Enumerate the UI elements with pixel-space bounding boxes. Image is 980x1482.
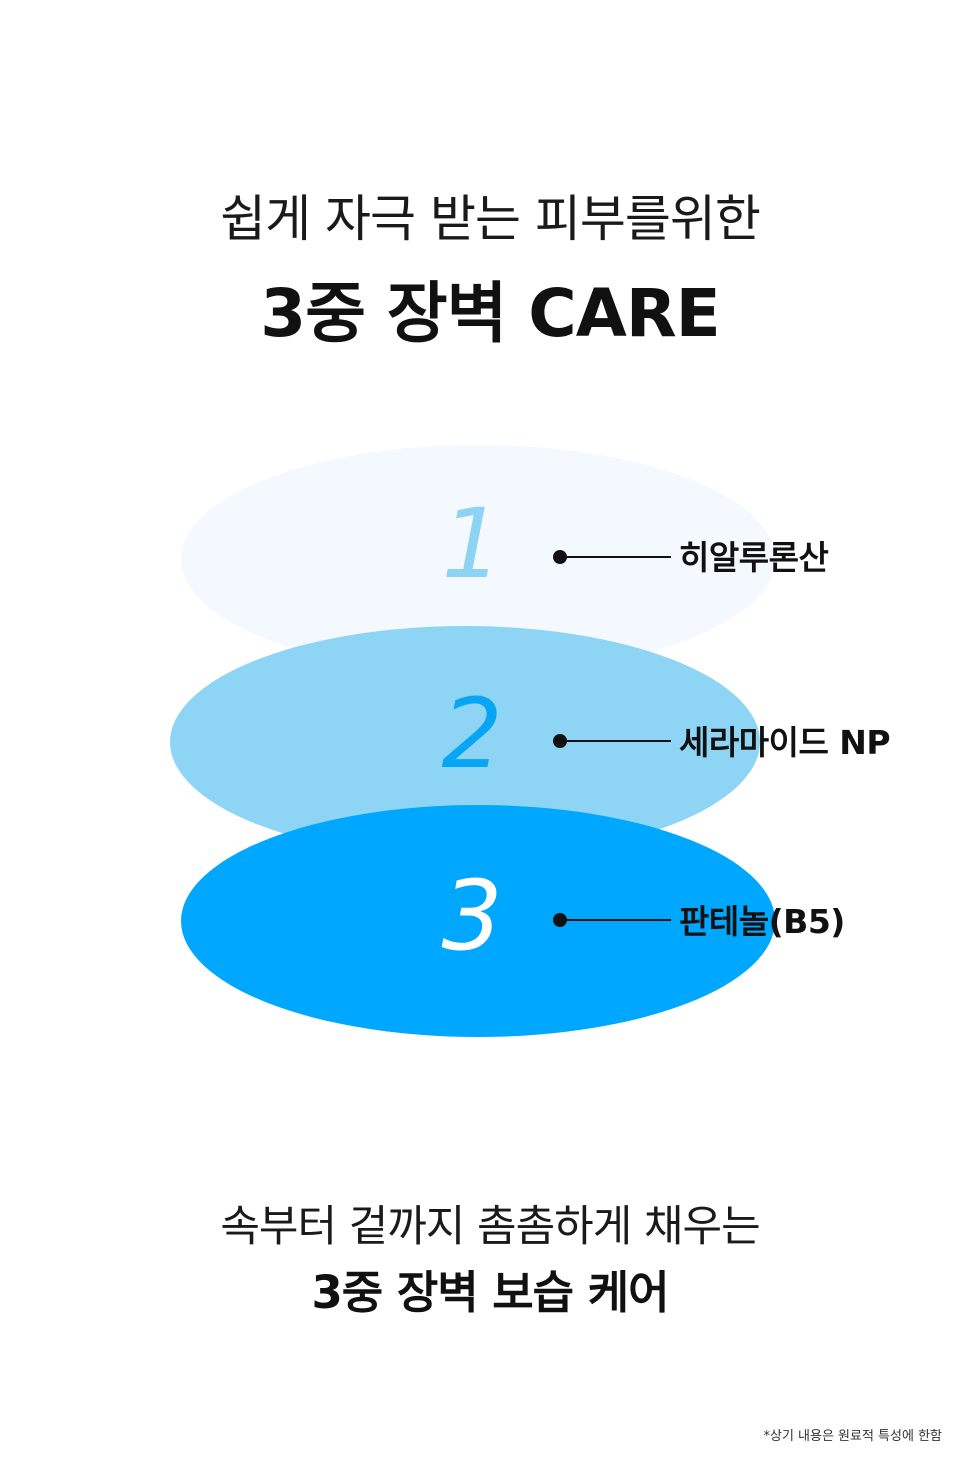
layer-1-number: 1 [441, 488, 503, 600]
leader-line [560, 919, 671, 921]
leader-line [560, 556, 671, 558]
layer-2-leader-line [553, 734, 671, 748]
bottom-title: 3중 장벽 보습 케어 [311, 1266, 669, 1319]
layer-3-ingredient-label: 판테놀(B5) [679, 902, 845, 941]
layer-2-number: 2 [441, 678, 503, 790]
layer-1-leader-line [553, 550, 671, 564]
layer-3-number: 3 [441, 860, 503, 972]
headline-title: 3중 장벽 CARE [260, 275, 720, 352]
layer-3-ellipse [181, 805, 775, 1037]
leader-line [560, 740, 671, 742]
headline-subtitle: 쉽게 자극 받는 피부를위한 [220, 190, 761, 248]
layer-3-leader-line [553, 913, 671, 927]
disclaimer-footnote: *상기 내용은 원료적 특성에 한함 [763, 1429, 942, 1444]
layer-1-ingredient-label: 히알루론산 [679, 538, 829, 577]
layer-2-ingredient-label: 세라마이드 NP [679, 723, 891, 762]
barrier-layers-diagram: 1 2 3 히알루론산 세라마이드 NP 판테놀(B5) [0, 440, 980, 1060]
bottom-subtitle: 속부터 겉까지 촘촘하게 채우는 [220, 1202, 760, 1252]
